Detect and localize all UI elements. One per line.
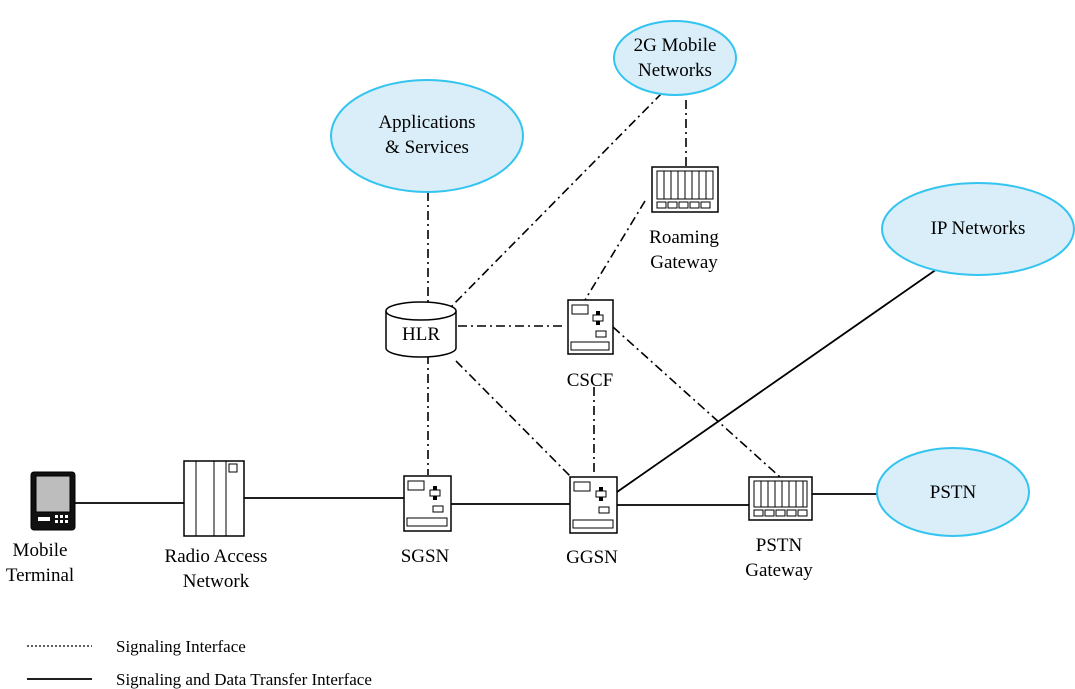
link-ggsn-to-ip [616, 268, 938, 493]
ggsn-server-icon [569, 476, 618, 534]
cloud-label: Applications [378, 112, 475, 133]
cscf-label: CSCF [567, 370, 613, 391]
cloud-label: & Services [385, 137, 469, 158]
roaming-gateway-label: Roaming [649, 227, 719, 248]
radio-access-network-icon [183, 460, 245, 537]
roaming-gateway-icon [651, 166, 719, 213]
pstn-gateway-icon [748, 476, 813, 521]
pstn-gateway-label: PSTN [756, 535, 803, 556]
link-roaming-gateway-to-cscf [584, 200, 646, 301]
roaming-gateway-label: Gateway [650, 252, 718, 273]
link-cscf-to-pstn-gateway [612, 326, 781, 478]
link-hlr-to-ggsn [455, 360, 573, 479]
mobile-terminal-label: Mobile [13, 540, 68, 561]
cloud-pstn: PSTN [876, 447, 1030, 537]
link-2g-to-hlr [446, 92, 663, 312]
legend-data-label: Signaling and Data Transfer Interface [116, 670, 372, 689]
ggsn-label: GGSN [566, 547, 618, 568]
ran-label: Radio Access [165, 546, 268, 567]
cloud-ip-networks: IP Networks [881, 182, 1075, 276]
cloud-2g-mobile-networks: 2G Mobile Networks [613, 20, 737, 96]
pstn-gateway-label: Gateway [745, 560, 813, 581]
legend: Signaling Interface Signaling and Data T… [27, 637, 372, 689]
cloud-applications-services: Applications & Services [330, 79, 524, 193]
hlr-database-icon [385, 301, 457, 358]
sgsn-server-icon [403, 475, 452, 532]
ran-label: Network [183, 571, 250, 592]
cscf-server-icon [567, 299, 614, 355]
cloud-label: IP Networks [931, 218, 1026, 239]
sgsn-label: SGSN [401, 546, 450, 567]
cloud-label: PSTN [930, 482, 977, 503]
cloud-label: 2G Mobile [634, 35, 717, 56]
legend-signaling-label: Signaling Interface [116, 637, 246, 656]
mobile-terminal-icon [30, 471, 76, 531]
cloud-label: Networks [638, 60, 712, 81]
mobile-terminal-label: Terminal [6, 565, 74, 586]
hlr-label: HLR [402, 324, 440, 345]
